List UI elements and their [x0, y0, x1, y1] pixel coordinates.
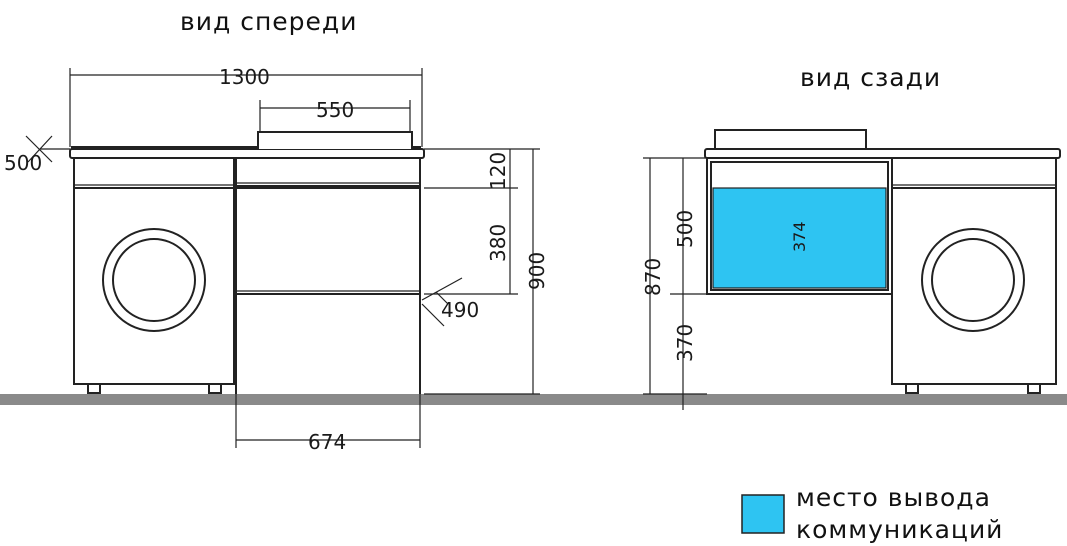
- legend: место вывода коммуникаций: [741, 483, 1003, 544]
- back-sink: [714, 129, 867, 149]
- front-sink: [257, 131, 413, 149]
- dim-490-label: 490: [441, 298, 479, 322]
- back-cabinet-inner: [710, 161, 889, 291]
- front-cabinet-drawer: [235, 187, 421, 295]
- communications-cutout: [712, 187, 887, 289]
- dim-550-label: 550: [316, 98, 354, 122]
- dim-120-label: 120: [486, 152, 510, 190]
- back-washer-body: [891, 157, 1057, 385]
- dim-500-slash1: [25, 135, 53, 163]
- legend-line1: место вывода: [796, 483, 991, 512]
- front-view: 1300 550 500 120 380 900 490 674: [4, 65, 549, 454]
- legend-swatch: [741, 494, 785, 534]
- front-view-title: вид спереди: [180, 7, 357, 36]
- dim-490-line: [435, 291, 449, 305]
- back-washer-door-outer: [921, 228, 1025, 332]
- dim-500-label: 500: [4, 151, 42, 175]
- front-washer-door-outer: [102, 228, 206, 332]
- back-view-title: вид сзади: [800, 63, 941, 92]
- front-washer-door-inner: [112, 238, 196, 322]
- front-washer-foot-left: [87, 383, 101, 394]
- dim-back-500-label: 500: [673, 210, 697, 248]
- back-washer-foot-left: [905, 383, 919, 394]
- front-cabinet-top-panel: [235, 157, 421, 187]
- back-view: 374 500 870 370: [641, 129, 1061, 410]
- dim-back-370-label: 370: [673, 324, 697, 362]
- dim-490-slash1: [421, 277, 463, 301]
- floor-line: [0, 394, 1067, 405]
- dim-1300-label: 1300: [219, 65, 270, 89]
- dim-374-label: 374: [790, 221, 809, 252]
- back-countertop-slab: [704, 148, 1061, 159]
- front-washer-body: [73, 157, 235, 385]
- back-washer-door-inner: [931, 238, 1015, 322]
- legend-line2: коммуникаций: [796, 515, 1003, 544]
- dim-674-label: 674: [308, 430, 346, 454]
- front-washer-foot-right: [208, 383, 222, 394]
- dim-back-870-label: 870: [641, 258, 665, 296]
- dim-380-label: 380: [486, 224, 510, 262]
- dim-900-label: 900: [525, 252, 549, 290]
- front-countertop-slab: [69, 148, 425, 159]
- dim-490-slash2: [421, 303, 445, 327]
- back-washer-foot-right: [1027, 383, 1041, 394]
